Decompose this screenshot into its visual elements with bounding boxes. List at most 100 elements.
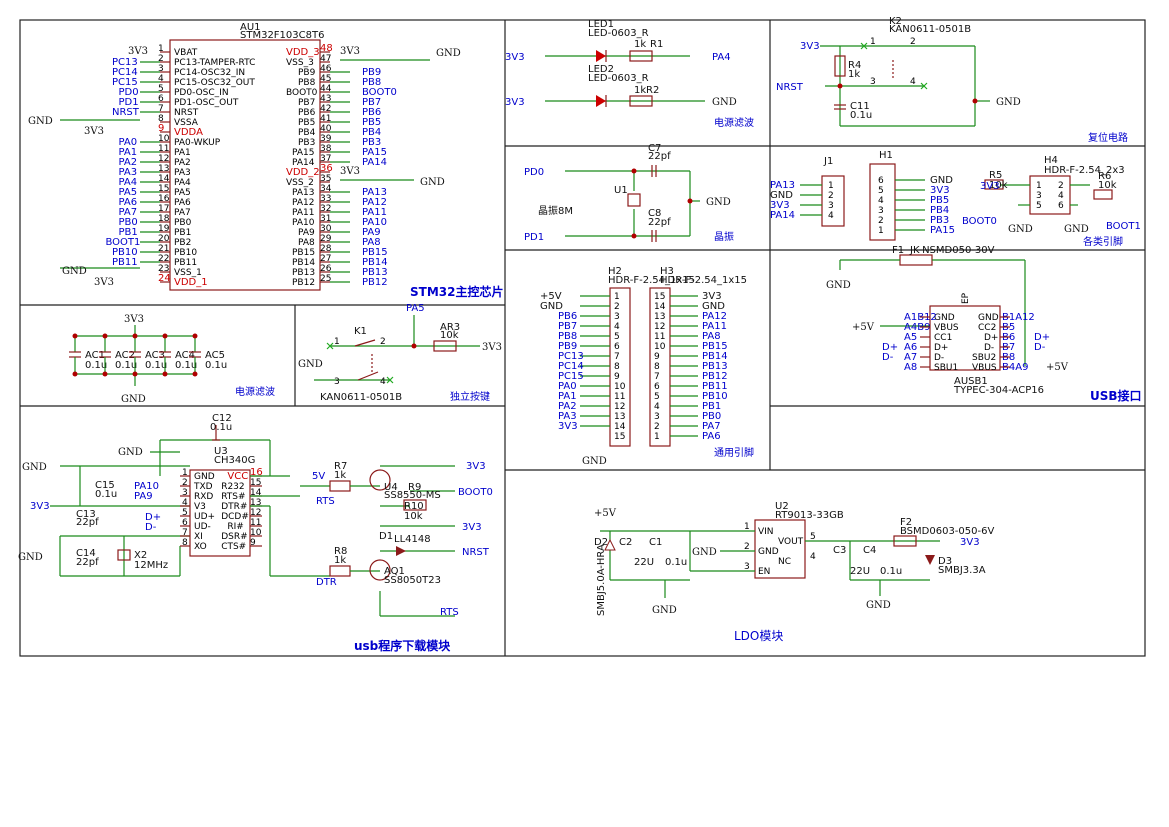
- usb-section: F1 JK-NSMD050-30V AUSB1 TYPEC-304-ACP16 …: [826, 245, 1069, 396]
- mcu-net-label: PB14: [362, 257, 388, 268]
- section-title-gpio: 通用引脚: [714, 446, 754, 459]
- cap-val: 0.1u: [145, 360, 167, 371]
- h2-pin-num: 14: [614, 422, 626, 432]
- mcu-pin-name: PB10: [174, 248, 197, 258]
- usb-pin-num-l: A4B9: [904, 322, 930, 333]
- mcu-pin-name: PB12: [292, 278, 315, 288]
- u3-part: CH340G: [214, 455, 255, 466]
- k2-pin-4: 4: [910, 77, 916, 87]
- usbdl-dtr: DTR: [316, 577, 337, 588]
- usb-pin-name-l: D+: [934, 343, 948, 353]
- mcu-net-label: BOOT1: [106, 237, 141, 248]
- cap-val: 0.1u: [175, 360, 197, 371]
- reset-net-nrst: NRST: [776, 82, 804, 93]
- led2-ref: LED2: [588, 64, 614, 75]
- mcu-pin-num: 36: [320, 163, 333, 174]
- mcu-pin-num: 16: [158, 194, 170, 204]
- mcu-net-label: PB0: [119, 217, 138, 228]
- mcu-net-label: PA0: [119, 137, 138, 148]
- mcu-3v3-top: 3V3: [128, 46, 148, 57]
- ch340-pin-num: 6: [182, 518, 188, 528]
- mcu-net-label: PB5: [362, 117, 381, 128]
- k1-pin-1: 1: [334, 337, 340, 347]
- mcu-net-label: PB1: [119, 227, 138, 238]
- mcu-pin-num: 17: [158, 204, 169, 214]
- mcu-net-label: PA5: [119, 187, 138, 198]
- fuse-f1-part: JK-NSMD050-30V: [909, 245, 995, 256]
- usb-pin-name-r: D-: [984, 343, 994, 353]
- c2-val: 22U: [634, 557, 654, 568]
- mcu-pin-name: NRST: [174, 108, 199, 118]
- ldo-pin-num: 2: [744, 542, 750, 552]
- mcu-pin-name: PB15: [292, 248, 315, 258]
- k2-pin-2: 2: [910, 37, 916, 47]
- mcu-pin-name: VSS_1: [174, 268, 202, 278]
- h2-pin-num: 1: [614, 292, 620, 302]
- mcu-pin-num: 14: [158, 174, 170, 184]
- mcu-pin-num: 44: [320, 84, 332, 94]
- f2-ref: F2: [900, 517, 912, 528]
- u3-ref: U3: [214, 446, 228, 457]
- c8-val: 22pf: [648, 217, 671, 228]
- h3-pin-num: 9: [654, 352, 660, 362]
- ldo-pin-name: EN: [758, 567, 770, 577]
- x2-ref: X2: [134, 550, 147, 561]
- k2-part: KAN0611-0501B: [889, 24, 971, 35]
- ch340-pin-num: 3: [182, 488, 188, 498]
- mcu-pin-num: 45: [320, 74, 331, 84]
- h3-net: PB0: [702, 411, 721, 422]
- ldo-gnd-1: GND: [652, 605, 677, 616]
- r8-val: 1k: [334, 555, 346, 566]
- led-net-3v3-1: 3V3: [505, 52, 525, 63]
- ch340-pin-num: 13: [250, 498, 261, 508]
- usbdl-dp: D+: [145, 512, 161, 523]
- ch340-pin-name: VCC: [227, 471, 248, 482]
- h3-pin-num: 12: [654, 322, 665, 332]
- mcu-gnd-left: GND: [28, 116, 53, 127]
- mcu-pin-name: PA8: [298, 238, 315, 248]
- mcu-pin-num: 22: [158, 254, 169, 264]
- mcu-net-label: PB3: [362, 137, 381, 148]
- section-title-usb-dl: usb程序下载模块: [354, 638, 451, 653]
- ldo-pin-num: 1: [744, 522, 750, 532]
- mcu-pin-name: PB0: [174, 218, 192, 228]
- mcu-gnd-right-2: GND: [420, 177, 445, 188]
- h3-pin-num: 6: [654, 382, 660, 392]
- h1-pin-num: 2: [878, 216, 884, 226]
- cap-ref: AC1: [85, 350, 105, 361]
- mcu-pin-name: PB8: [298, 78, 316, 88]
- h3-net: PB10: [702, 391, 728, 402]
- mcu-pin-name: VDD_2: [286, 167, 320, 178]
- mcu-net-label: PA4: [119, 177, 138, 188]
- section-title-usb: USB接口: [1090, 388, 1142, 403]
- ch340-pin-name: UD+: [194, 512, 215, 522]
- usbdl-3v3-r2: 3V3: [462, 522, 482, 533]
- r7-ref: R7: [334, 461, 347, 472]
- filter-gnd: GND: [121, 394, 146, 405]
- mcu-pin-num: 42: [320, 104, 331, 114]
- aq1-ref: AQ1: [384, 566, 405, 577]
- section-title-ldo: LDO模块: [734, 629, 783, 643]
- mcu-pin-num: 13: [158, 164, 169, 174]
- usb-net-dp-r: D+: [1034, 332, 1050, 343]
- usbdl-3v3-r1: 3V3: [466, 461, 486, 472]
- h3-pin-num: 1: [654, 432, 660, 442]
- h2-net: +5V: [540, 291, 562, 302]
- r1-val: 1k: [634, 39, 646, 50]
- usb-pin-name-l: VBUS: [934, 323, 959, 333]
- ch340-pin-num: 7: [182, 528, 188, 538]
- mcu-pin-name: PA2: [174, 158, 191, 168]
- gpio-gnd-bottom: GND: [582, 456, 607, 467]
- ch340-pin-name: RTS#: [221, 492, 245, 502]
- d1-ref: D1: [379, 531, 393, 542]
- mcu-net-label: PB12: [362, 277, 388, 288]
- ch340-pin-name: V3: [194, 502, 206, 512]
- h2-pin-num: 9: [614, 372, 620, 382]
- h2-pin-num: 4: [614, 322, 620, 332]
- ldo-pin-num: 3: [744, 562, 750, 572]
- h2-pin-num: 11: [614, 392, 625, 402]
- h2-net: PB9: [558, 341, 577, 352]
- mcu-pin-name: PB9: [298, 68, 316, 78]
- h2-pin-num: 6: [614, 342, 620, 352]
- filter-3v3: 3V3: [124, 314, 144, 325]
